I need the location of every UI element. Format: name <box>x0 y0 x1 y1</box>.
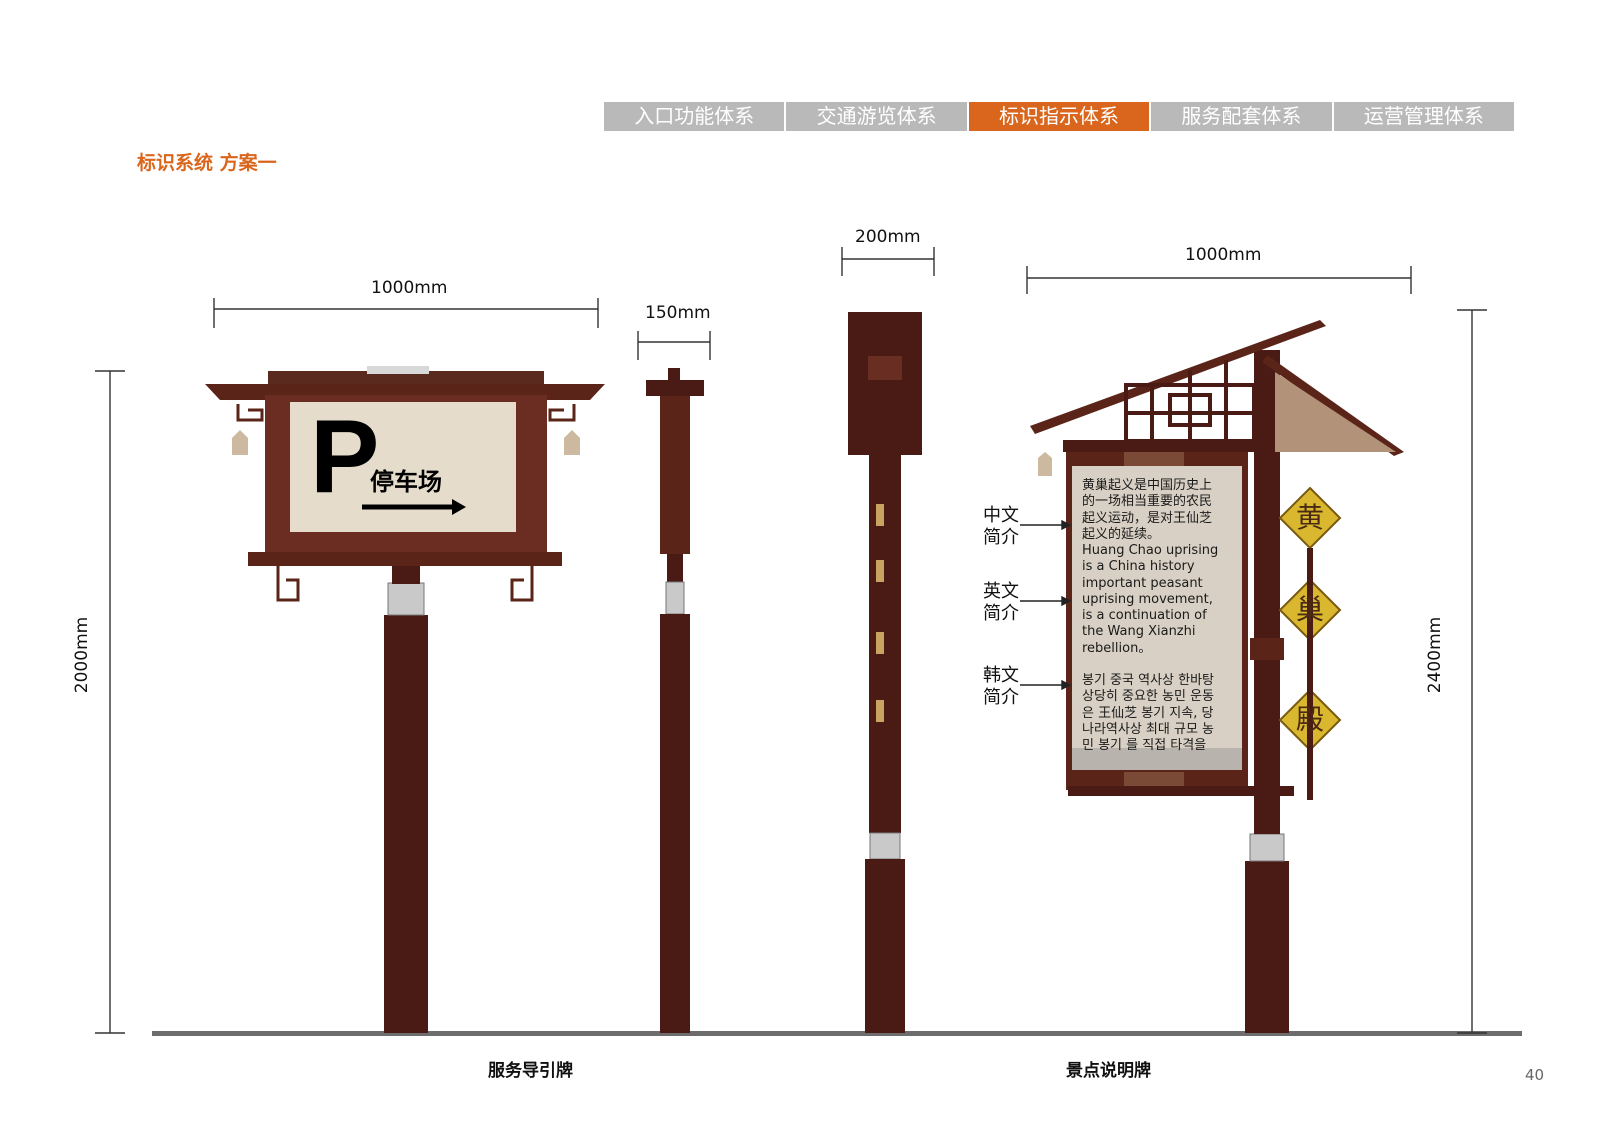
scenic-lattice <box>1124 360 1256 443</box>
guide-arrow-head <box>452 499 466 515</box>
dim-label-scenic-width: 1000mm <box>1185 245 1262 265</box>
tab-entrance-functions[interactable]: 入口功能体系 <box>604 102 787 131</box>
dim-scenic-side-width <box>841 247 935 276</box>
guide-sign-side <box>646 368 704 1033</box>
scenic-diamond-post <box>1307 548 1313 800</box>
diamond-char-3: 殿 <box>1295 703 1324 736</box>
scenic-side-inlay-1 <box>876 504 884 526</box>
caption-scenic-sign: 景点说明牌 <box>1066 1061 1151 1081</box>
guide-post-collar <box>387 582 425 616</box>
section-tabs: 入口功能体系 交通游览体系 标识指示体系 服务配套体系 运营管理体系 <box>604 102 1515 131</box>
guide-post-lower <box>384 615 428 1033</box>
guide-side-board <box>660 396 690 554</box>
guide-bell-left <box>232 430 248 455</box>
dim-label-guide-width: 1000mm <box>371 278 448 298</box>
tab-signage-system[interactable]: 标识指示体系 <box>968 102 1152 131</box>
parking-letter: P <box>310 399 380 515</box>
guide-frame-base <box>248 552 562 566</box>
diamond-char-2: 巢 <box>1295 593 1324 626</box>
scenic-roof-gable <box>1275 372 1396 452</box>
guide-fret-left <box>236 404 300 602</box>
scenic-post-band <box>1250 638 1284 660</box>
dim-guide-height <box>95 370 125 1034</box>
scenic-bell <box>1038 452 1052 476</box>
scenic-side-box <box>848 312 922 455</box>
dim-label-scenic-side-width: 200mm <box>855 227 921 247</box>
label-korean-intro: 韩文 简介 <box>983 665 1019 708</box>
ground-line <box>152 1031 1522 1036</box>
tab-traffic-touring[interactable]: 交通游览体系 <box>786 102 969 131</box>
guide-fret-right <box>510 404 576 602</box>
scenic-side-post-upper <box>869 455 901 833</box>
dim-label-guide-side-width: 150mm <box>645 303 711 323</box>
dim-scenic-height <box>1457 309 1487 1034</box>
dim-label-guide-height: 2000mm <box>72 616 93 694</box>
tab-operations-management[interactable]: 运营管理体系 <box>1333 102 1515 131</box>
scenic-roof-left <box>1030 320 1326 434</box>
dim-guide-side-width <box>637 331 711 360</box>
parking-text: 停车场 <box>370 468 442 496</box>
scenic-board-panel <box>1072 466 1242 770</box>
scenic-side-collar <box>869 832 901 860</box>
guide-roof-top <box>268 371 544 385</box>
guide-side-crossbar <box>646 380 704 396</box>
guide-side-cap <box>668 368 680 380</box>
scenic-side-box-panel <box>868 356 902 380</box>
scenic-board-top-ornament <box>1124 452 1184 466</box>
scenic-side-inlay-4 <box>876 700 884 722</box>
guide-roof-badge <box>367 366 429 374</box>
guide-side-neck <box>667 554 683 582</box>
scenic-board-base-pattern <box>1072 748 1242 770</box>
scenic-side-inlay-3 <box>876 632 884 654</box>
scenic-post-lower <box>1245 861 1289 1033</box>
scenic-text-english: Huang Chao uprising is a China history i… <box>1082 543 1219 656</box>
label-english-intro: 英文 简介 <box>983 581 1019 624</box>
dim-scenic-width <box>1026 266 1412 294</box>
scenic-board-top-rail <box>1063 440 1263 452</box>
label-chinese-intro: 中文 简介 <box>983 505 1019 548</box>
scenic-board-bottom-rail <box>1068 786 1294 796</box>
scenic-roof-right <box>1262 355 1404 456</box>
scenic-text-korean: 봉기 중국 역사상 한바탕 상당히 중요한 농민 운동 은 王仙芝 봉기 지속,… <box>1082 673 1214 754</box>
scenic-sign-front <box>1020 320 1404 1033</box>
dim-label-scenic-height: 2400mm <box>1425 616 1446 694</box>
scenic-side-inlay-2 <box>876 560 884 582</box>
guide-side-post <box>660 614 690 1033</box>
guide-side-collar <box>665 581 685 615</box>
page-number: 40 <box>1525 1066 1545 1084</box>
dim-guide-width <box>213 298 599 328</box>
diamond-char-1: 黄 <box>1295 501 1324 534</box>
tab-service-facilities[interactable]: 服务配套体系 <box>1151 102 1334 131</box>
scenic-board-bottom-ornament <box>1124 772 1184 786</box>
scenic-post-collar <box>1249 833 1285 862</box>
guide-sign-front <box>205 366 605 1033</box>
scenic-sign-side <box>848 312 922 1033</box>
caption-guide-sign: 服务导引牌 <box>488 1061 573 1081</box>
guide-bell-right <box>564 430 580 455</box>
guide-panel <box>290 402 516 532</box>
section-title: 标识系统 方案一 <box>137 152 277 174</box>
scenic-side-post-lower <box>865 859 905 1033</box>
scenic-label-arrows <box>1020 519 1072 691</box>
scenic-text-chinese: 黄巢起义是中国历史上的一场相当重要的农民起义运动，是对王仙芝起义的延续。 <box>1082 478 1213 542</box>
